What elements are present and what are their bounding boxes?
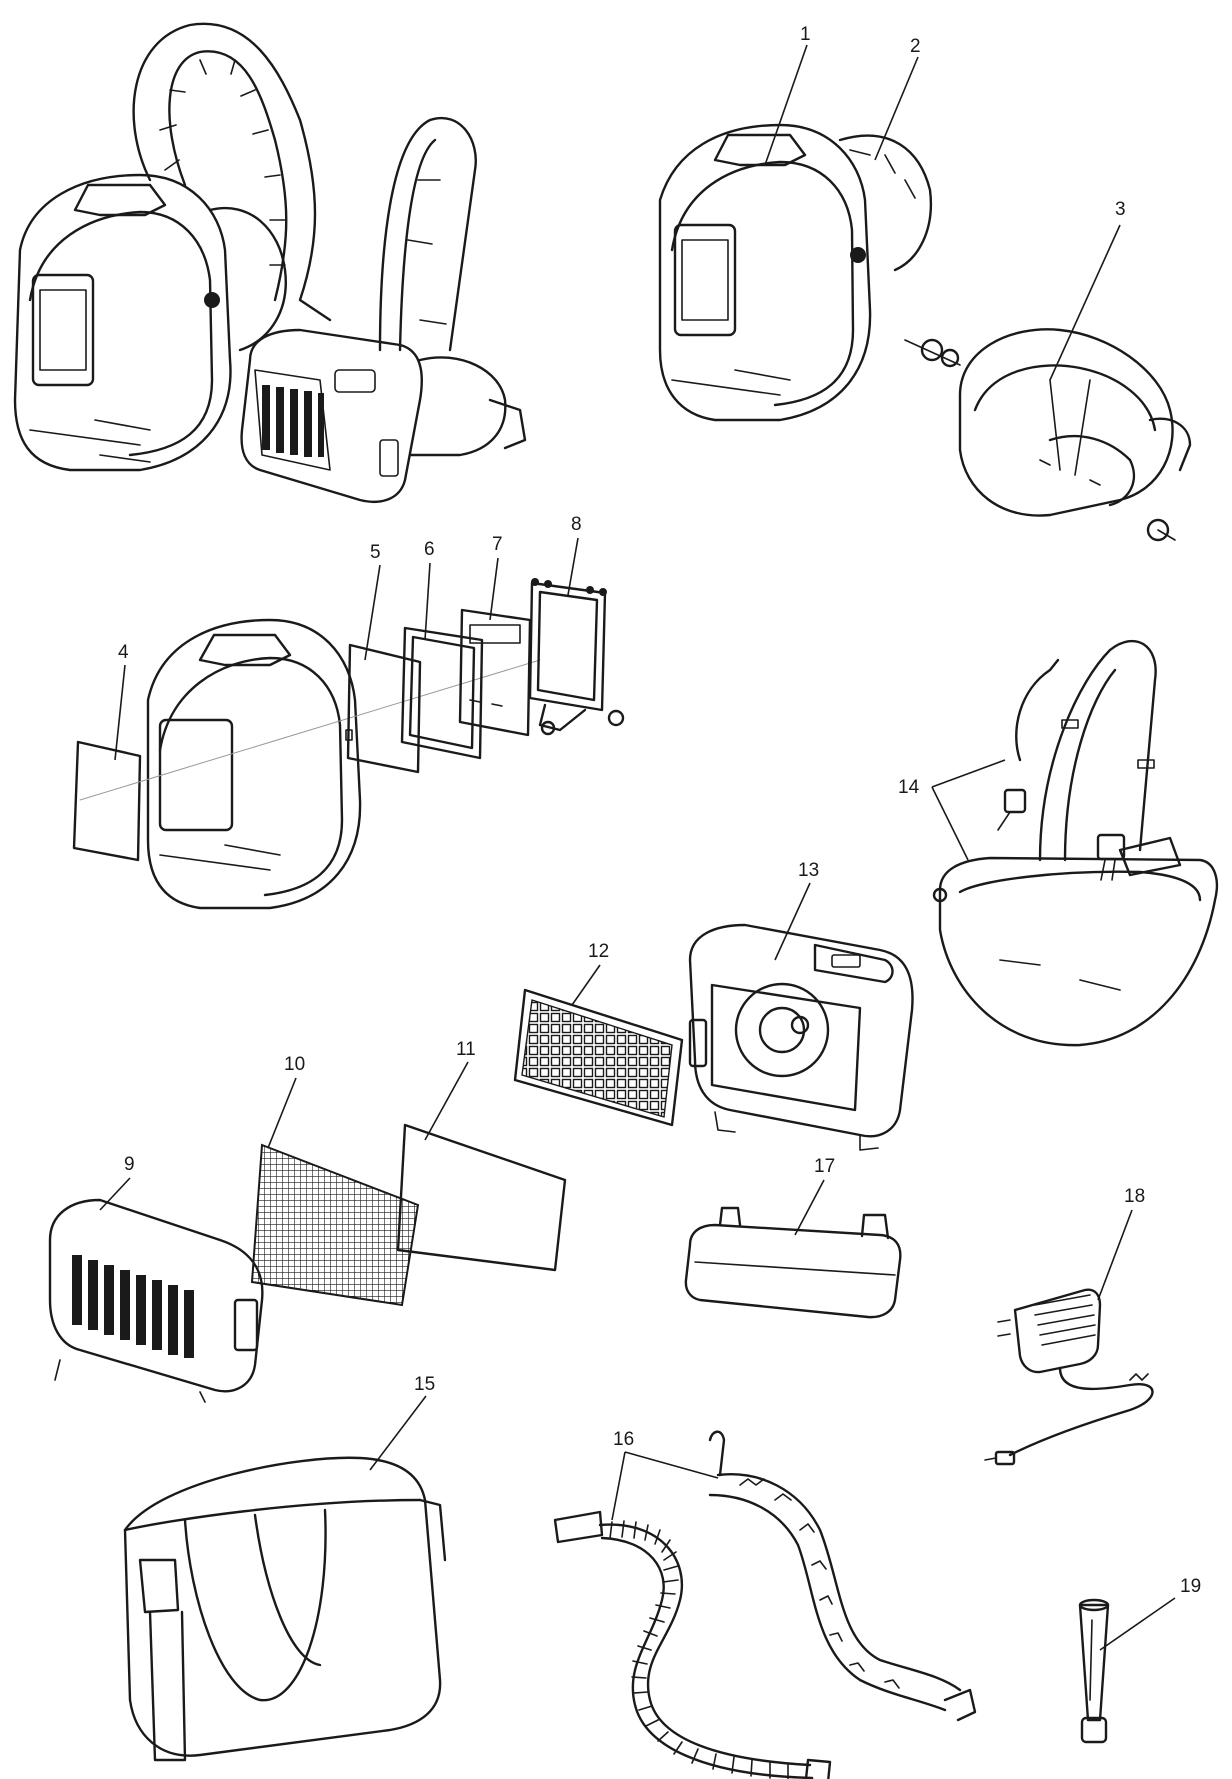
assembled-helmet-and-blower bbox=[13, 22, 527, 503]
label-part-9: 9 bbox=[124, 1154, 135, 1175]
label-part-1: 1 bbox=[800, 24, 811, 45]
air-hoses bbox=[553, 1430, 977, 1779]
battery-pack bbox=[684, 1206, 902, 1319]
label-part-12: 12 bbox=[588, 941, 609, 962]
blower-front-cover bbox=[48, 1198, 264, 1403]
lens-frame-gasket bbox=[400, 626, 484, 760]
outer-cover-lens bbox=[72, 740, 142, 862]
flow-test-tube bbox=[1078, 1598, 1110, 1744]
label-part-13: 13 bbox=[798, 860, 819, 881]
mesh-pre-filter bbox=[250, 1143, 420, 1307]
label-part-5: 5 bbox=[370, 542, 381, 563]
label-part-10: 10 bbox=[284, 1054, 305, 1075]
clear-lens bbox=[346, 643, 422, 774]
label-part-6: 6 bbox=[424, 539, 435, 560]
headgear bbox=[904, 328, 1192, 542]
auto-darkening-filter bbox=[458, 608, 532, 737]
label-part-2: 2 bbox=[910, 36, 921, 57]
shoulder-harness-and-belt bbox=[932, 639, 1219, 1047]
label-part-16: 16 bbox=[613, 1429, 634, 1450]
part-number-labels: 1 2 3 4 5 6 7 8 9 10 11 12 13 14 15 16 1… bbox=[118, 24, 1201, 1597]
leader-lines bbox=[99, 44, 1176, 1651]
label-part-15: 15 bbox=[414, 1374, 435, 1395]
main-filter bbox=[513, 988, 684, 1127]
label-part-4: 4 bbox=[118, 642, 129, 663]
label-part-7: 7 bbox=[492, 534, 503, 555]
helmet-shell-exploded bbox=[79, 618, 541, 910]
filter-paper bbox=[396, 1123, 567, 1272]
label-part-19: 19 bbox=[1180, 1576, 1201, 1597]
label-part-11: 11 bbox=[456, 1039, 476, 1060]
label-part-17: 17 bbox=[814, 1156, 835, 1177]
label-part-14: 14 bbox=[898, 777, 920, 798]
helmet-shell-and-hood bbox=[658, 123, 933, 422]
label-part-18: 18 bbox=[1124, 1186, 1145, 1207]
label-part-3: 3 bbox=[1115, 199, 1126, 220]
lens-holder-frame bbox=[528, 578, 625, 736]
battery-charger bbox=[984, 1288, 1154, 1466]
blower-unit bbox=[688, 923, 914, 1151]
label-part-8: 8 bbox=[571, 514, 582, 535]
storage-bag bbox=[123, 1456, 447, 1762]
